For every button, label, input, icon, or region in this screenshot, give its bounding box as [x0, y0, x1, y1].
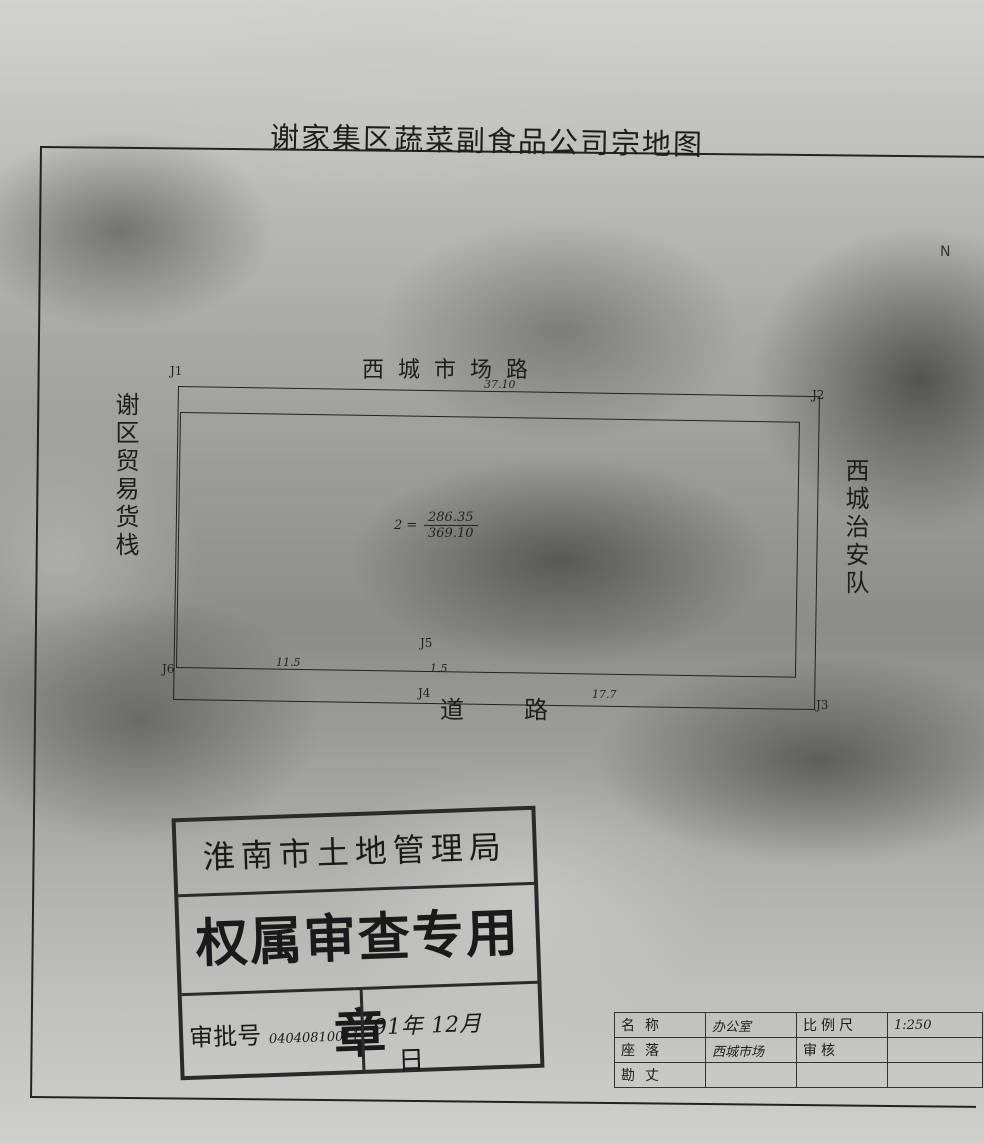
stamp-divider — [359, 989, 366, 1070]
location-value: 西城市场 — [705, 1037, 797, 1063]
parcel-inner-boundary — [175, 412, 800, 678]
road-label-bottom-char1: 道 — [440, 696, 464, 724]
name-value: 办公室 — [705, 1012, 797, 1038]
stamp-authority: 淮南市土地管理局 — [175, 809, 535, 898]
dimension-bottom-left: 11.5 — [276, 656, 301, 669]
stamp-date-year: 91年 — [372, 1013, 424, 1041]
stamp-date-month: 12月 — [430, 1011, 482, 1039]
stamp-approval-label: 审批号 — [188, 1021, 262, 1052]
blank-cell — [887, 1062, 983, 1088]
parcel-number: 2 = — [394, 518, 418, 533]
survey-value — [705, 1062, 797, 1088]
survey-label: 勘丈 — [614, 1062, 706, 1088]
point-j2: J2 — [812, 388, 825, 402]
parcel-area-label: 2 = 286.35 369.10 — [394, 510, 478, 541]
scale-label: 比例尺 — [796, 1012, 888, 1038]
road-label-bottom-char2: 路 — [524, 696, 548, 724]
point-j6: J6 — [162, 662, 175, 676]
map-title: 谢家集区蔬菜副食品公司宗地图 — [269, 120, 705, 162]
title-block-row: 勘丈 — [614, 1062, 983, 1088]
road-label-top: 西城市场路 — [362, 358, 543, 383]
title-block-row: 名称 办公室 比例尺 1:250 — [614, 1012, 983, 1038]
blank-cell — [796, 1062, 888, 1088]
neighbor-label-west: 谢区贸易货栈 — [111, 392, 139, 560]
scale-value: 1:250 — [887, 1012, 983, 1038]
stamp-approval-row: 审批号 04040810011 91年 12月 日 — [182, 984, 541, 1079]
point-j1: J1 — [170, 364, 183, 378]
review-value — [887, 1037, 983, 1063]
road-label-bottom: 道路 — [440, 690, 608, 725]
stamp-approval-number: 04040810011 — [268, 1028, 361, 1048]
review-label: 审核 — [796, 1037, 888, 1063]
point-j4: J4 — [418, 686, 431, 700]
stamp-date-cell: 91年 12月 日 — [372, 1004, 540, 1079]
dimension-bottom-right: 17.7 — [592, 688, 617, 701]
dimension-bottom-jog: 1.5 — [430, 662, 448, 675]
neighbor-label-east: 西城治安队 — [841, 458, 869, 598]
dimension-top: 37.10 — [484, 378, 516, 391]
title-block-table: 名称 办公室 比例尺 1:250 座落 西城市场 审核 勘丈 — [614, 1012, 983, 1088]
stamp-date-day: 日 — [397, 1045, 425, 1077]
parcel-area-numerator: 286.35 — [424, 510, 478, 526]
name-label: 名称 — [614, 1012, 706, 1038]
stamp-purpose: 权属审查专用章 — [178, 884, 538, 1066]
stamp-approval-cell: 审批号 04040810011 — [189, 1012, 361, 1053]
location-label: 座落 — [614, 1037, 706, 1063]
title-block-row: 座落 西城市场 审核 — [614, 1037, 983, 1063]
official-stamp: 淮南市土地管理局 权属审查专用章 审批号 04040810011 91年 12月… — [171, 805, 545, 1081]
point-j5: J5 — [420, 636, 433, 650]
north-arrow-label: N — [940, 244, 951, 260]
parcel-area-denominator: 369.10 — [428, 526, 474, 541]
point-j3: J3 — [816, 698, 829, 712]
